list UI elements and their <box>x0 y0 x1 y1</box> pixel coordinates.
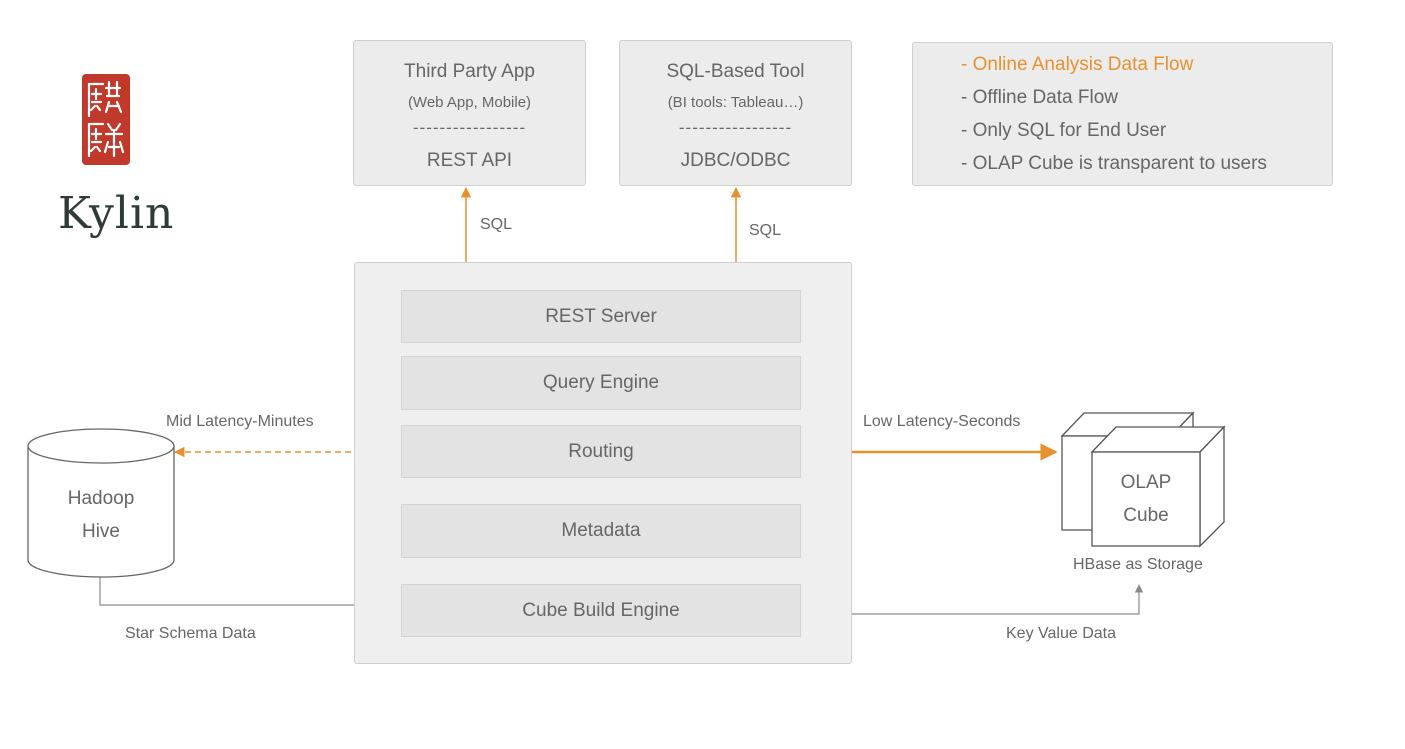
star-schema-label: Star Schema Data <box>125 625 256 642</box>
sql-based-tool-box: SQL-Based Tool (BI tools: Tableau…) ----… <box>619 40 852 186</box>
rest-server-layer: REST Server <box>401 290 801 343</box>
cube-build-engine-layer: Cube Build Engine <box>401 584 801 637</box>
client-title: SQL-Based Tool <box>666 61 805 82</box>
hbase-caption: HBase as Storage <box>1073 556 1203 573</box>
metadata-layer: Metadata <box>401 504 801 558</box>
key-value-label: Key Value Data <box>1006 625 1116 642</box>
kylin-logo-text: Kylin <box>58 188 175 239</box>
client-subtitle: (BI tools: Tableau…) <box>667 94 804 111</box>
sql-label-left: SQL <box>480 216 513 233</box>
mid-latency-label: Mid Latency-Minutes <box>166 413 314 430</box>
client-interface: JDBC/ODBC <box>680 150 791 171</box>
client-title: Third Party App <box>404 61 535 82</box>
olap-label: OLAP <box>1120 472 1172 493</box>
hadoop-cylinder-icon <box>27 428 175 578</box>
olap-cube-icon <box>1060 411 1226 548</box>
star-schema-arrow <box>99 572 398 610</box>
query-engine-layer: Query Engine <box>401 356 801 410</box>
kylin-seal-icon <box>82 74 130 165</box>
sql-label-right: SQL <box>749 222 782 239</box>
hadoop-label: Hadoop <box>67 488 135 509</box>
cube-label: Cube <box>1123 505 1169 526</box>
client-divider: ----------------- <box>678 118 793 137</box>
low-latency-label: Low Latency-Seconds <box>863 413 1021 430</box>
third-party-app-box: Third Party App (Web App, Mobile) ------… <box>353 40 586 186</box>
legend-only-sql: - Only SQL for End User <box>961 120 1167 141</box>
legend-offline-flow: - Offline Data Flow <box>961 87 1118 108</box>
legend-olap-transparent: - OLAP Cube is transparent to users <box>961 153 1267 174</box>
client-interface: REST API <box>426 150 513 171</box>
legend-box: - Online Analysis Data Flow - Offline Da… <box>912 42 1333 186</box>
client-subtitle: (Web App, Mobile) <box>407 94 532 111</box>
legend-online-flow: - Online Analysis Data Flow <box>961 54 1194 75</box>
routing-layer: Routing <box>401 425 801 478</box>
client-divider: ----------------- <box>412 118 527 137</box>
hive-label: Hive <box>81 521 120 542</box>
key-value-arrow <box>801 584 1144 615</box>
